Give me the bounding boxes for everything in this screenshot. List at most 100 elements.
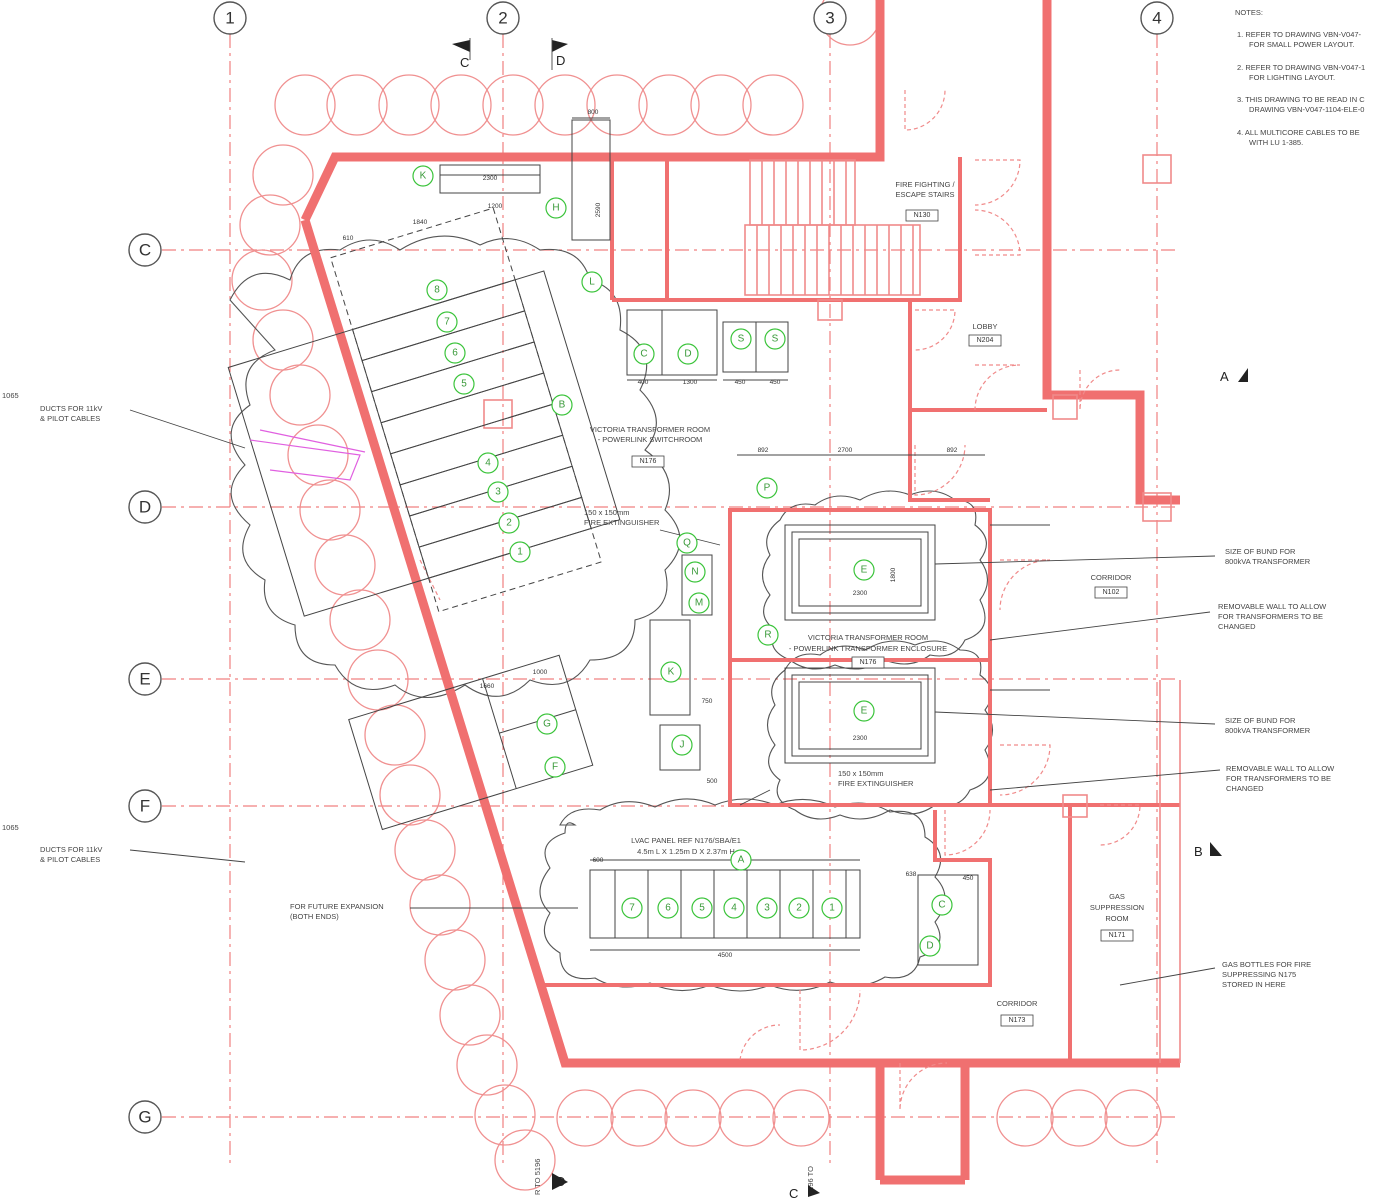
dimension-texts: 800 2300 610 1840 1200 2590 400 1300 450… bbox=[343, 109, 974, 959]
label-p-bubble bbox=[756, 477, 778, 499]
extinguisher-1-line2: FIRE EXTINGUISHER bbox=[584, 518, 660, 527]
note-1-line2: FOR SMALL POWER LAYOUT. bbox=[1249, 40, 1354, 49]
dim-892-b: 892 bbox=[947, 447, 958, 454]
label-r-bubble bbox=[757, 624, 779, 646]
label-j: J bbox=[680, 740, 685, 751]
label-f: F bbox=[552, 762, 558, 773]
dim-2300-e1: 2300 bbox=[853, 590, 868, 597]
label-e-bottom-bubble bbox=[853, 700, 875, 722]
tree-28 bbox=[474, 1084, 536, 1146]
grid-bubble-col-1 bbox=[213, 1, 247, 35]
section-b: B bbox=[1194, 844, 1203, 859]
leader-bund-1 bbox=[934, 555, 1216, 565]
revision-cloud-lvac bbox=[539, 798, 946, 992]
label-e-top: E bbox=[861, 565, 868, 576]
label-s2: S bbox=[772, 334, 779, 345]
dim-2300: 2300 bbox=[483, 175, 498, 182]
label-k-top-bubble bbox=[412, 165, 434, 187]
dim-500: 500 bbox=[707, 778, 718, 785]
tree-1 bbox=[326, 74, 388, 136]
lvac-frame bbox=[589, 869, 861, 939]
grid-bubble-row-D bbox=[128, 490, 162, 524]
annotation-leaders bbox=[129, 409, 1221, 986]
stairs-room-tag-box bbox=[905, 209, 939, 222]
corridor-right-tag: N102 bbox=[1103, 589, 1120, 596]
door-swing-4 bbox=[914, 309, 956, 351]
grid-bubble-row-G bbox=[128, 1100, 162, 1134]
door-swing-1 bbox=[904, 89, 946, 131]
tree-16 bbox=[287, 424, 349, 486]
corridor-right-tag-box bbox=[1094, 586, 1128, 599]
leader-wall-1 bbox=[989, 611, 1211, 641]
dim-1840: 1840 bbox=[413, 219, 428, 226]
dim-4500: 4500 bbox=[718, 952, 733, 959]
label-n: N bbox=[691, 567, 698, 578]
grid-bubble-row-F bbox=[128, 789, 162, 823]
stairs-room-line1: FIRE FIGHTING / bbox=[895, 180, 955, 189]
label-a: A bbox=[738, 855, 745, 866]
label-c-top: C bbox=[640, 349, 647, 360]
label-n-bubble bbox=[684, 561, 706, 583]
label-d-bottom-bubble bbox=[919, 935, 941, 957]
label-p5: 5 bbox=[699, 903, 705, 914]
grid-label-row-F: F bbox=[140, 797, 150, 816]
note-1-line1: 1. REFER TO DRAWING VBN-V047- bbox=[1237, 30, 1362, 39]
wall-2-line2: FOR TRANSFORMERS TO BE bbox=[1226, 774, 1331, 783]
dimension-lines bbox=[440, 117, 1050, 951]
gas-bottles-line3: STORED IN HERE bbox=[1222, 980, 1286, 989]
label-k-mid-bubble bbox=[660, 661, 682, 683]
tree-37 bbox=[1104, 1089, 1162, 1147]
dim-1660: 1660 bbox=[480, 683, 495, 690]
dim-800: 800 bbox=[588, 109, 599, 116]
stairs-room-line2: ESCAPE STAIRS bbox=[895, 190, 954, 199]
equipment-labels: K H L C D S S B P Q N M R K J E E G F bbox=[412, 165, 953, 957]
gas-room-line2: SUPPRESSION bbox=[1090, 903, 1144, 912]
dim-400: 400 bbox=[638, 379, 649, 386]
label-j-bubble bbox=[671, 734, 693, 756]
tree-15 bbox=[269, 364, 331, 426]
landscape-trees bbox=[231, 0, 1162, 1191]
h-cabinet bbox=[571, 119, 611, 241]
section-c-top-flag bbox=[452, 40, 470, 52]
dim-2700: 2700 bbox=[838, 447, 853, 454]
building-walls bbox=[300, 0, 1181, 1185]
label-s5: 5 bbox=[461, 379, 467, 390]
tree-4 bbox=[482, 74, 544, 136]
label-s1-bubble bbox=[509, 541, 531, 563]
dim-892-a: 892 bbox=[758, 447, 769, 454]
stair-lower-flight bbox=[744, 224, 921, 296]
tree-5 bbox=[534, 74, 596, 136]
door-swing-5 bbox=[974, 364, 1021, 411]
switchroom-line2: - POWERLINK SWITCHROOM bbox=[598, 435, 703, 444]
future-line1: FOR FUTURE EXPANSION bbox=[290, 902, 384, 911]
label-s4: 4 bbox=[485, 458, 491, 469]
bottom-right-label: 5196 TO bbox=[806, 1166, 815, 1195]
label-q-bubble bbox=[676, 532, 698, 554]
grid-bubble-col-2 bbox=[486, 1, 520, 35]
section-c-bottom: C bbox=[789, 1186, 798, 1200]
note-3-line2: DRAWING VBN-V047-1104-ELE-0 bbox=[1249, 105, 1364, 114]
lvac-line1: LVAC PANEL REF N176/SBA/E1 bbox=[631, 836, 741, 845]
ducts-2-line2: & PILOT CABLES bbox=[40, 855, 100, 864]
dim-1800: 1800 bbox=[890, 567, 897, 582]
label-e-top-bubble bbox=[853, 559, 875, 581]
label-p2: 2 bbox=[796, 903, 802, 914]
label-e-bottom: E bbox=[861, 706, 868, 717]
tree-23 bbox=[394, 819, 456, 881]
label-s8-bubble bbox=[426, 279, 448, 301]
label-h-bubble bbox=[545, 197, 567, 219]
notes-block: NOTES: 1. REFER TO DRAWING VBN-V047- FOR… bbox=[1235, 8, 1365, 147]
enclosure-line1: VICTORIA TRANSFORMER ROOM bbox=[808, 633, 928, 642]
room-labels: FIRE FIGHTING / ESCAPE STAIRS N130 LOBBY… bbox=[590, 180, 1144, 1027]
stairs-room-tag: N130 bbox=[914, 212, 931, 219]
dim-450-a: 450 bbox=[735, 379, 746, 386]
section-c-bottom-flag bbox=[808, 1185, 820, 1197]
switchgear-cell bbox=[418, 496, 592, 579]
dim-750: 750 bbox=[702, 698, 713, 705]
tree-21 bbox=[364, 704, 426, 766]
label-s7-bubble bbox=[436, 311, 458, 333]
door-swing-14 bbox=[739, 1024, 781, 1061]
tree-27 bbox=[456, 1034, 518, 1096]
label-p5-bubble bbox=[691, 897, 713, 919]
